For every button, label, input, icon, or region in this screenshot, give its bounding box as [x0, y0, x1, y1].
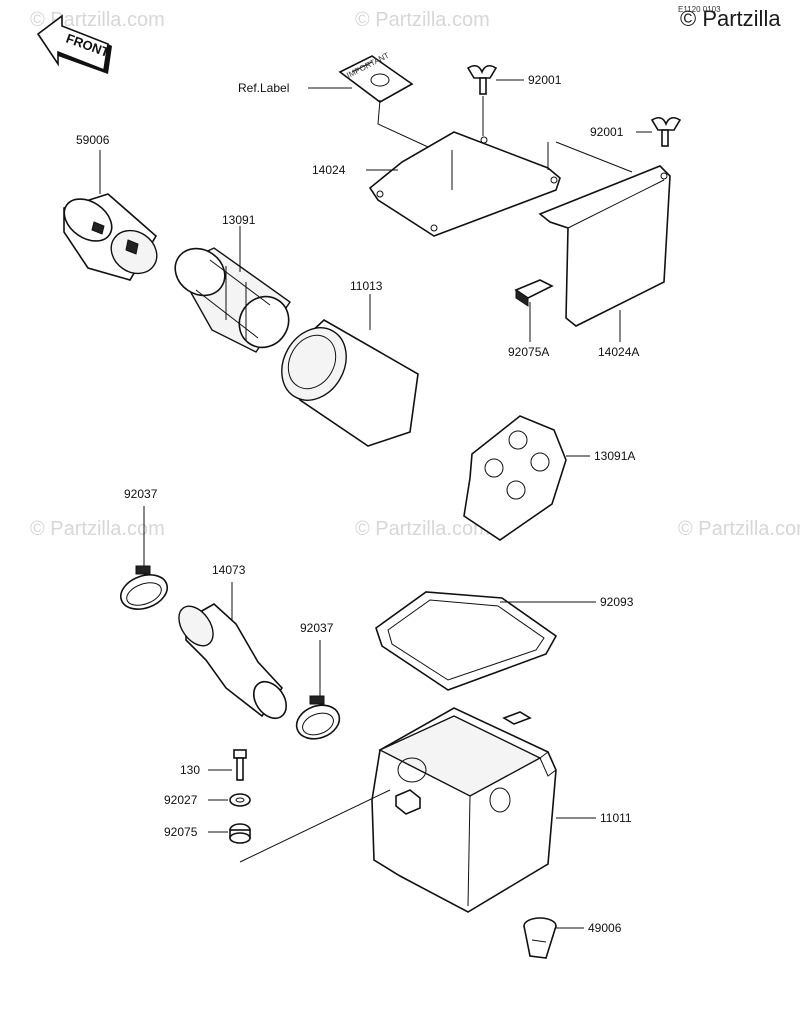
intake-duct — [178, 603, 288, 720]
wing-bolt-icon — [650, 116, 682, 147]
element-cover-callout: 59006 — [76, 133, 110, 147]
gasket-callout: 92093 — [600, 595, 634, 609]
clamp-callout: 92037 — [124, 487, 158, 501]
element-frame-callout: 13091 — [222, 213, 256, 227]
watermark: © Partzilla.com — [678, 518, 800, 540]
wing-bolt-callout: 92001 — [528, 73, 562, 87]
top-cover — [368, 131, 561, 237]
watermark: © Partzilla.com — [355, 518, 490, 540]
drain-valve — [523, 917, 557, 959]
hose-clamp — [295, 695, 341, 740]
wing-bolt-icon — [466, 64, 498, 95]
drain-callout: 49006 — [588, 921, 622, 935]
air-element — [281, 319, 419, 447]
bolt-callout: 130 — [180, 763, 200, 777]
holder-plate-callout: 13091A — [594, 449, 635, 463]
duct-callout: 14073 — [212, 563, 246, 577]
watermark: © Partzilla.com — [30, 518, 165, 540]
gasket — [375, 591, 558, 691]
watermarks: © Partzilla.com © Partzilla.com © Partzi… — [30, 9, 800, 540]
case-callout: 11011 — [600, 811, 632, 825]
ref-label-sticker: IMPORTANT — [338, 51, 414, 103]
side-cover — [538, 165, 671, 327]
rubber-pad-callout: 92075A — [508, 345, 549, 359]
hose-clamp — [119, 565, 169, 610]
air-element-callout: 11013 — [350, 279, 383, 293]
wing-bolt-callout: 92001 — [590, 125, 624, 139]
rubber-pad — [514, 279, 554, 307]
grommet-callout: 92075 — [164, 825, 198, 839]
element-frame — [174, 247, 291, 353]
brand-logo: © Partzilla — [680, 6, 781, 31]
clamp-callout: 92037 — [300, 621, 334, 635]
element-cover — [63, 193, 158, 281]
air-cleaner-case — [371, 707, 557, 913]
watermark: © Partzilla.com — [30, 9, 165, 31]
ref-label-callout: Ref.Label — [238, 81, 289, 95]
watermark: © Partzilla.com — [355, 9, 490, 31]
diagram-code: E1120 0103 — [678, 5, 721, 14]
washer-callout: 92027 — [164, 793, 198, 807]
washer-icon — [229, 793, 251, 807]
top-cover-callout: 14024 — [312, 163, 346, 177]
side-cover-callout: 14024A — [598, 345, 639, 359]
grommet-icon — [229, 823, 251, 844]
bolt-icon — [233, 749, 247, 781]
holder-plate — [463, 415, 567, 541]
